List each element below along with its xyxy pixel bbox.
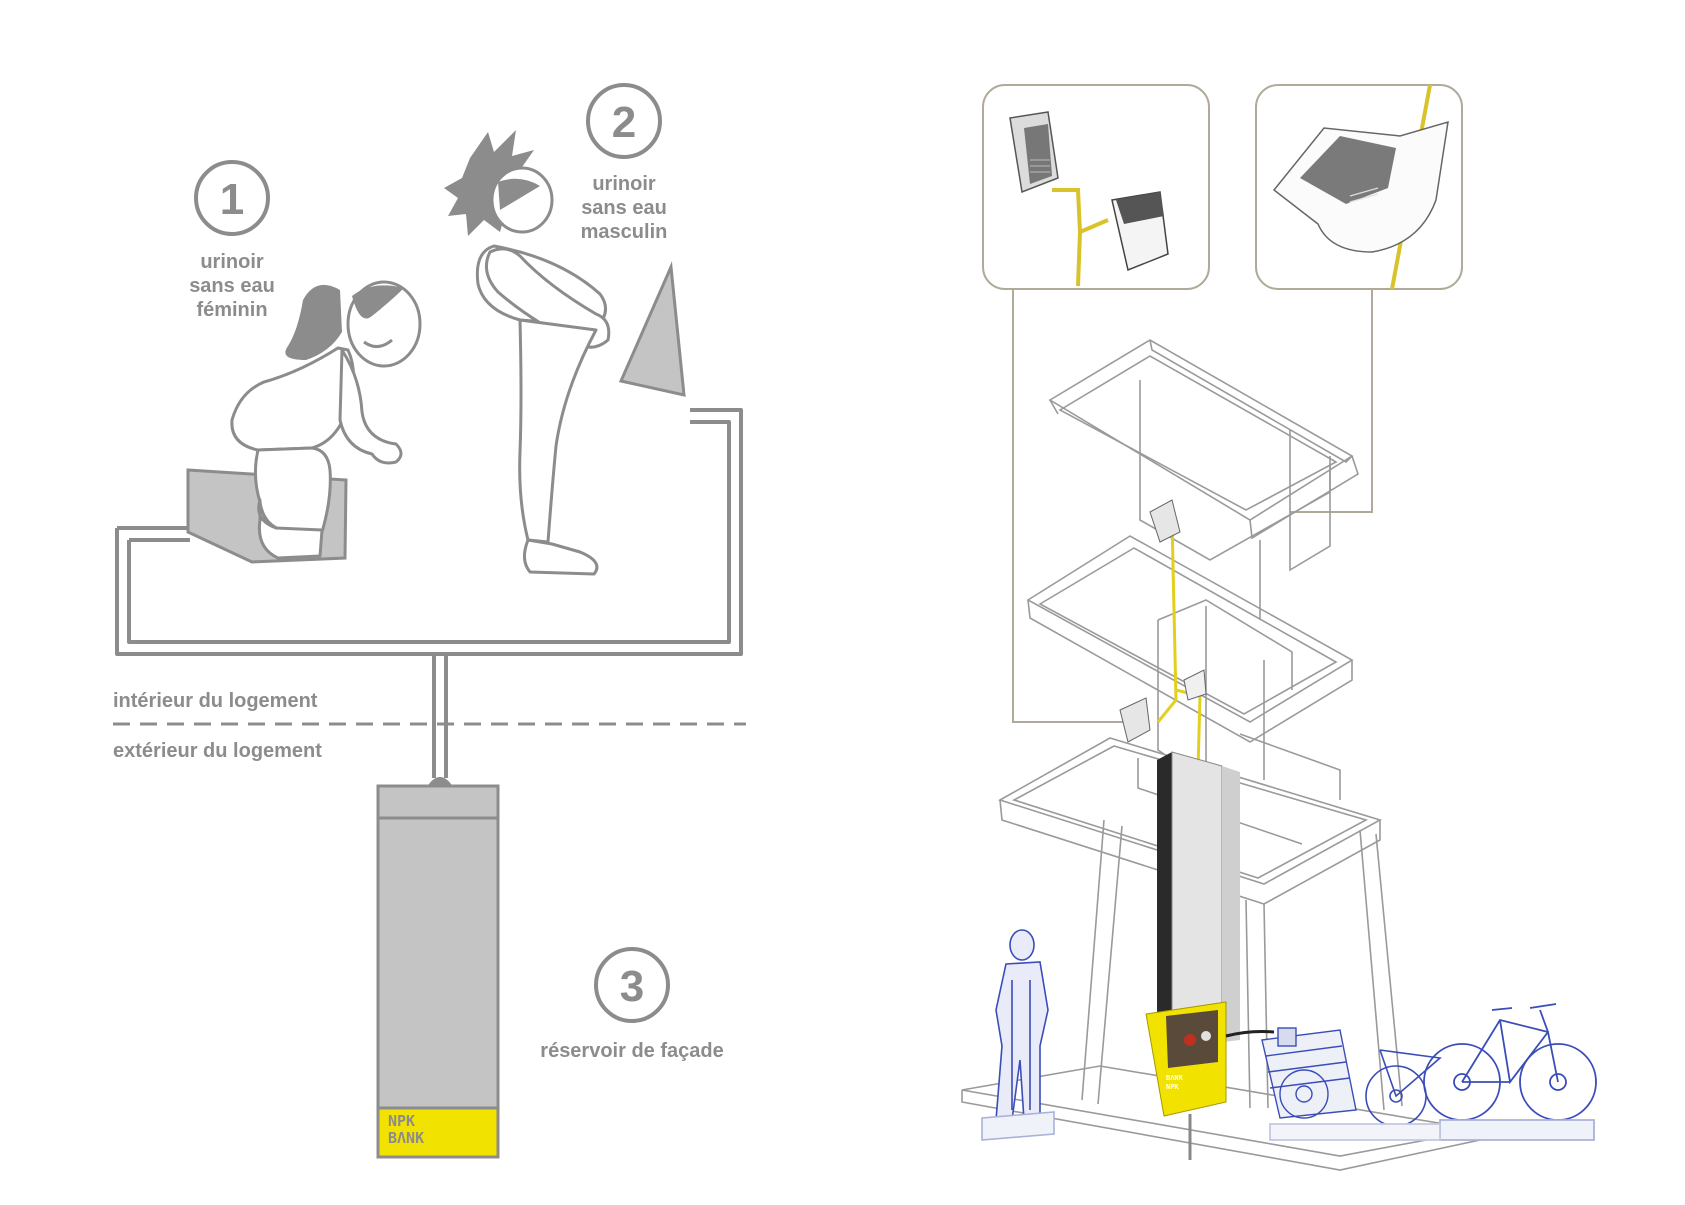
right-illustration: BΛNK NPK [961, 84, 1597, 1171]
tower-mini-urinals [1119, 499, 1207, 743]
tank-brand-line-1: NPK [388, 1112, 415, 1130]
facade-tank: NPK BΛNK [376, 784, 500, 1159]
step-1-badge [194, 160, 270, 236]
left-schematic: NPK BΛNK [113, 83, 746, 1159]
panel-connectors [1012, 289, 1373, 723]
step-2-label-line-2: sans eau [581, 197, 667, 219]
blueprint-generator [1261, 1027, 1357, 1119]
step-3-number: 3 [620, 962, 644, 1011]
blueprint-bicycle-small [1365, 1049, 1442, 1127]
detail-panel-right [1255, 84, 1463, 290]
blueprint-bicycle [1269, 1003, 1597, 1141]
wireframe-tower [961, 339, 1481, 1171]
step-3: 3 réservoir de façade [540, 947, 724, 1062]
step-1-number: 1 [220, 175, 244, 224]
step-2-number: 2 [612, 98, 636, 147]
tank-brand-line-2: BΛNK [388, 1129, 424, 1147]
step-2-label-line-3: masculin [581, 221, 668, 243]
step-1-label-line-2: sans eau [189, 275, 275, 297]
tank-brand-band [376, 1106, 500, 1159]
interior-label: intérieur du logement [113, 690, 318, 712]
step-1: 1 urinoir sans eau féminin [189, 160, 275, 321]
drain-pipe [428, 654, 452, 788]
step-3-label: réservoir de façade [540, 1040, 723, 1062]
male-urinal-funnel [618, 261, 686, 397]
step-2-badge [586, 83, 662, 159]
male-figure [444, 130, 611, 576]
step-2: 2 urinoir sans eau masculin [581, 83, 668, 243]
step-2-label-line-1: urinoir [592, 173, 656, 195]
detail-panel-left [982, 84, 1210, 290]
facade-panel: BΛNK NPK [1145, 751, 1275, 1160]
column-brand-line-1: BΛNK [1166, 1074, 1184, 1082]
step-1-label-line-1: urinoir [200, 251, 264, 273]
step-3-badge [594, 947, 670, 1023]
step-1-label-line-3: féminin [196, 299, 267, 321]
female-figure [230, 280, 422, 560]
column-brand-line-2: NPK [1166, 1083, 1179, 1091]
exterior-label: extérieur du logement [113, 740, 322, 762]
platform-pipe [115, 408, 743, 656]
tower-yellow-pipe [1156, 519, 1202, 771]
blueprint-person [981, 929, 1055, 1141]
